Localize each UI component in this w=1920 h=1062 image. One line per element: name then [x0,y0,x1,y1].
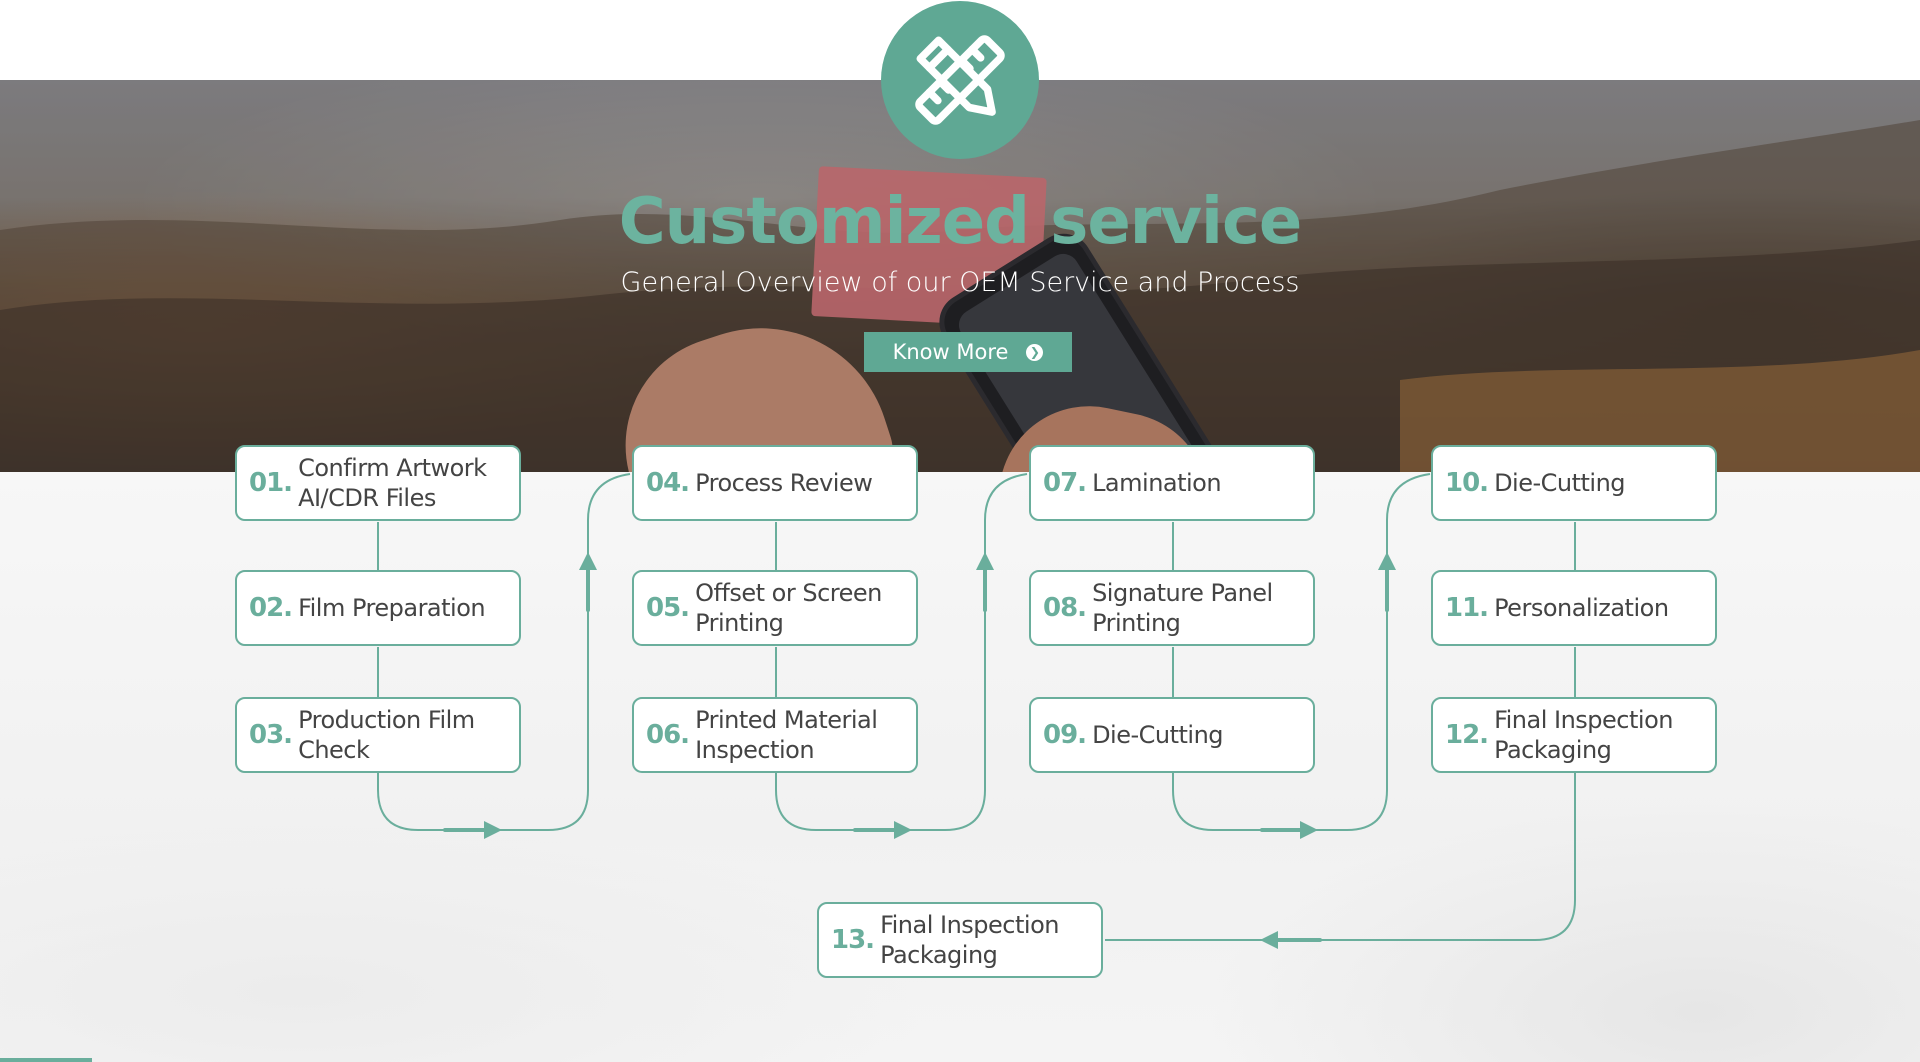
arrow-circle-right-icon: ❯ [1026,343,1044,361]
page-subtitle: General Overview of our OEM Service and … [620,267,1300,298]
connector-03-04 [377,473,631,831]
step-label: Lamination [1092,469,1222,497]
connector-12-13 [1105,773,1576,941]
arrowhead-up-icon [1378,552,1396,570]
step-number: 04. [646,468,690,498]
page-title: Customized service [618,185,1303,259]
step-label: Personalization [1494,594,1669,622]
arrowhead-up-icon [976,552,994,570]
know-more-button[interactable]: Know More ❯ [864,332,1072,372]
step-label: Film Preparation [298,594,486,622]
step-number: 01. [249,468,293,498]
know-more-label: Know More [892,340,1009,364]
step-number: 02. [249,593,293,623]
step-number: 07. [1043,468,1087,498]
step-02: 02. Film Preparation [235,570,521,646]
connector-09-10 [1172,473,1431,831]
bottom-accent-line [0,1058,92,1062]
step-13: 13. Final Inspection Packaging [817,902,1103,978]
step-number: 06. [646,720,690,750]
step-label: Production Film Check [298,706,475,764]
step-09: 09. Die-Cutting [1029,697,1315,773]
step-label: Signature Panel Printing [1092,579,1273,637]
step-label: Final Inspection Packaging [1494,706,1673,764]
step-01: 01. Confirm Artwork AI/CDR Files [235,445,521,521]
step-12: 12. Final Inspection Packaging [1431,697,1717,773]
arrowhead-up-icon [579,552,597,570]
step-number: 05. [646,593,690,623]
step-08: 08. Signature Panel Printing [1029,570,1315,646]
arrowhead-left-icon [1260,931,1278,949]
step-label: Confirm Artwork AI/CDR Files [298,454,487,512]
step-number: 12. [1445,720,1489,750]
step-label: Printed Material Inspection [695,706,878,764]
step-05: 05. Offset or Screen Printing [632,570,918,646]
logo-badge [881,1,1039,159]
hero-banner [0,80,1920,472]
step-number: 03. [249,720,293,750]
step-03: 03. Production Film Check [235,697,521,773]
step-number: 09. [1043,720,1087,750]
step-label: Die-Cutting [1092,721,1224,749]
step-number: 13. [831,925,875,955]
step-label: Offset or Screen Printing [695,579,882,637]
arrowhead-right-icon [484,821,502,839]
step-label: Die-Cutting [1494,469,1626,497]
step-number: 10. [1445,468,1489,498]
step-label: Final Inspection Packaging [880,911,1059,969]
step-06: 06. Printed Material Inspection [632,697,918,773]
connector-06-07 [775,473,1028,831]
step-07: 07. Lamination [1029,445,1315,521]
step-10: 10. Die-Cutting [1431,445,1717,521]
step-label: Process Review [695,469,873,497]
step-number: 08. [1043,593,1087,623]
step-11: 11. Personalization [1431,570,1717,646]
pencil-ruler-icon [915,35,1005,125]
arrowhead-right-icon [894,821,912,839]
step-number: 11. [1445,593,1489,623]
step-04: 04. Process Review [632,445,918,521]
arrowhead-right-icon [1300,821,1318,839]
